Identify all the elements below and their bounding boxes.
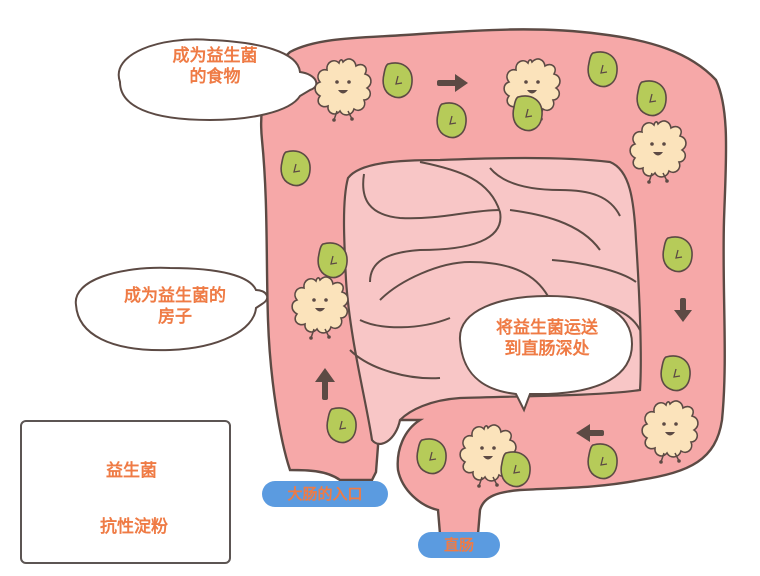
resistant-starch-icon <box>382 62 413 99</box>
resistant-starch-icon <box>662 236 693 273</box>
legend: 益生菌 抗性淀粉 <box>20 420 231 564</box>
bubble-transport <box>458 294 634 413</box>
resistant-starch-icon <box>326 407 357 444</box>
bubble-house-text: 成为益生菌的 房子 <box>124 286 226 328</box>
arrow-left-icon <box>576 424 604 442</box>
resistant-starch-icon <box>317 242 348 279</box>
legend-resistant-starch-label: 抗性淀粉 <box>100 517 168 537</box>
bubble-house <box>74 266 269 352</box>
resistant-starch-icon <box>436 102 467 139</box>
resistant-starch-icon <box>660 355 691 392</box>
rectum-label: 直肠 <box>418 532 500 558</box>
bubble-food-text: 成为益生菌 的食物 <box>172 46 258 88</box>
arrow-down-icon <box>674 298 692 322</box>
resistant-starch-icon <box>587 443 618 480</box>
colon-entrance-label: 大肠的入口 <box>262 481 388 507</box>
resistant-starch-icon <box>280 150 311 187</box>
resistant-starch-icon <box>512 95 543 132</box>
arrow-up-icon <box>315 368 335 400</box>
resistant-starch-icon <box>587 51 618 88</box>
resistant-starch-icon <box>500 451 531 488</box>
legend-probiotic-label: 益生菌 <box>106 461 157 481</box>
resistant-starch-icon <box>636 80 667 117</box>
arrow-right-icon <box>437 74 468 92</box>
resistant-starch-icon <box>416 438 447 475</box>
bubble-transport-text: 将益生菌运送 到直肠深处 <box>496 318 598 360</box>
bubble-food <box>117 38 318 122</box>
